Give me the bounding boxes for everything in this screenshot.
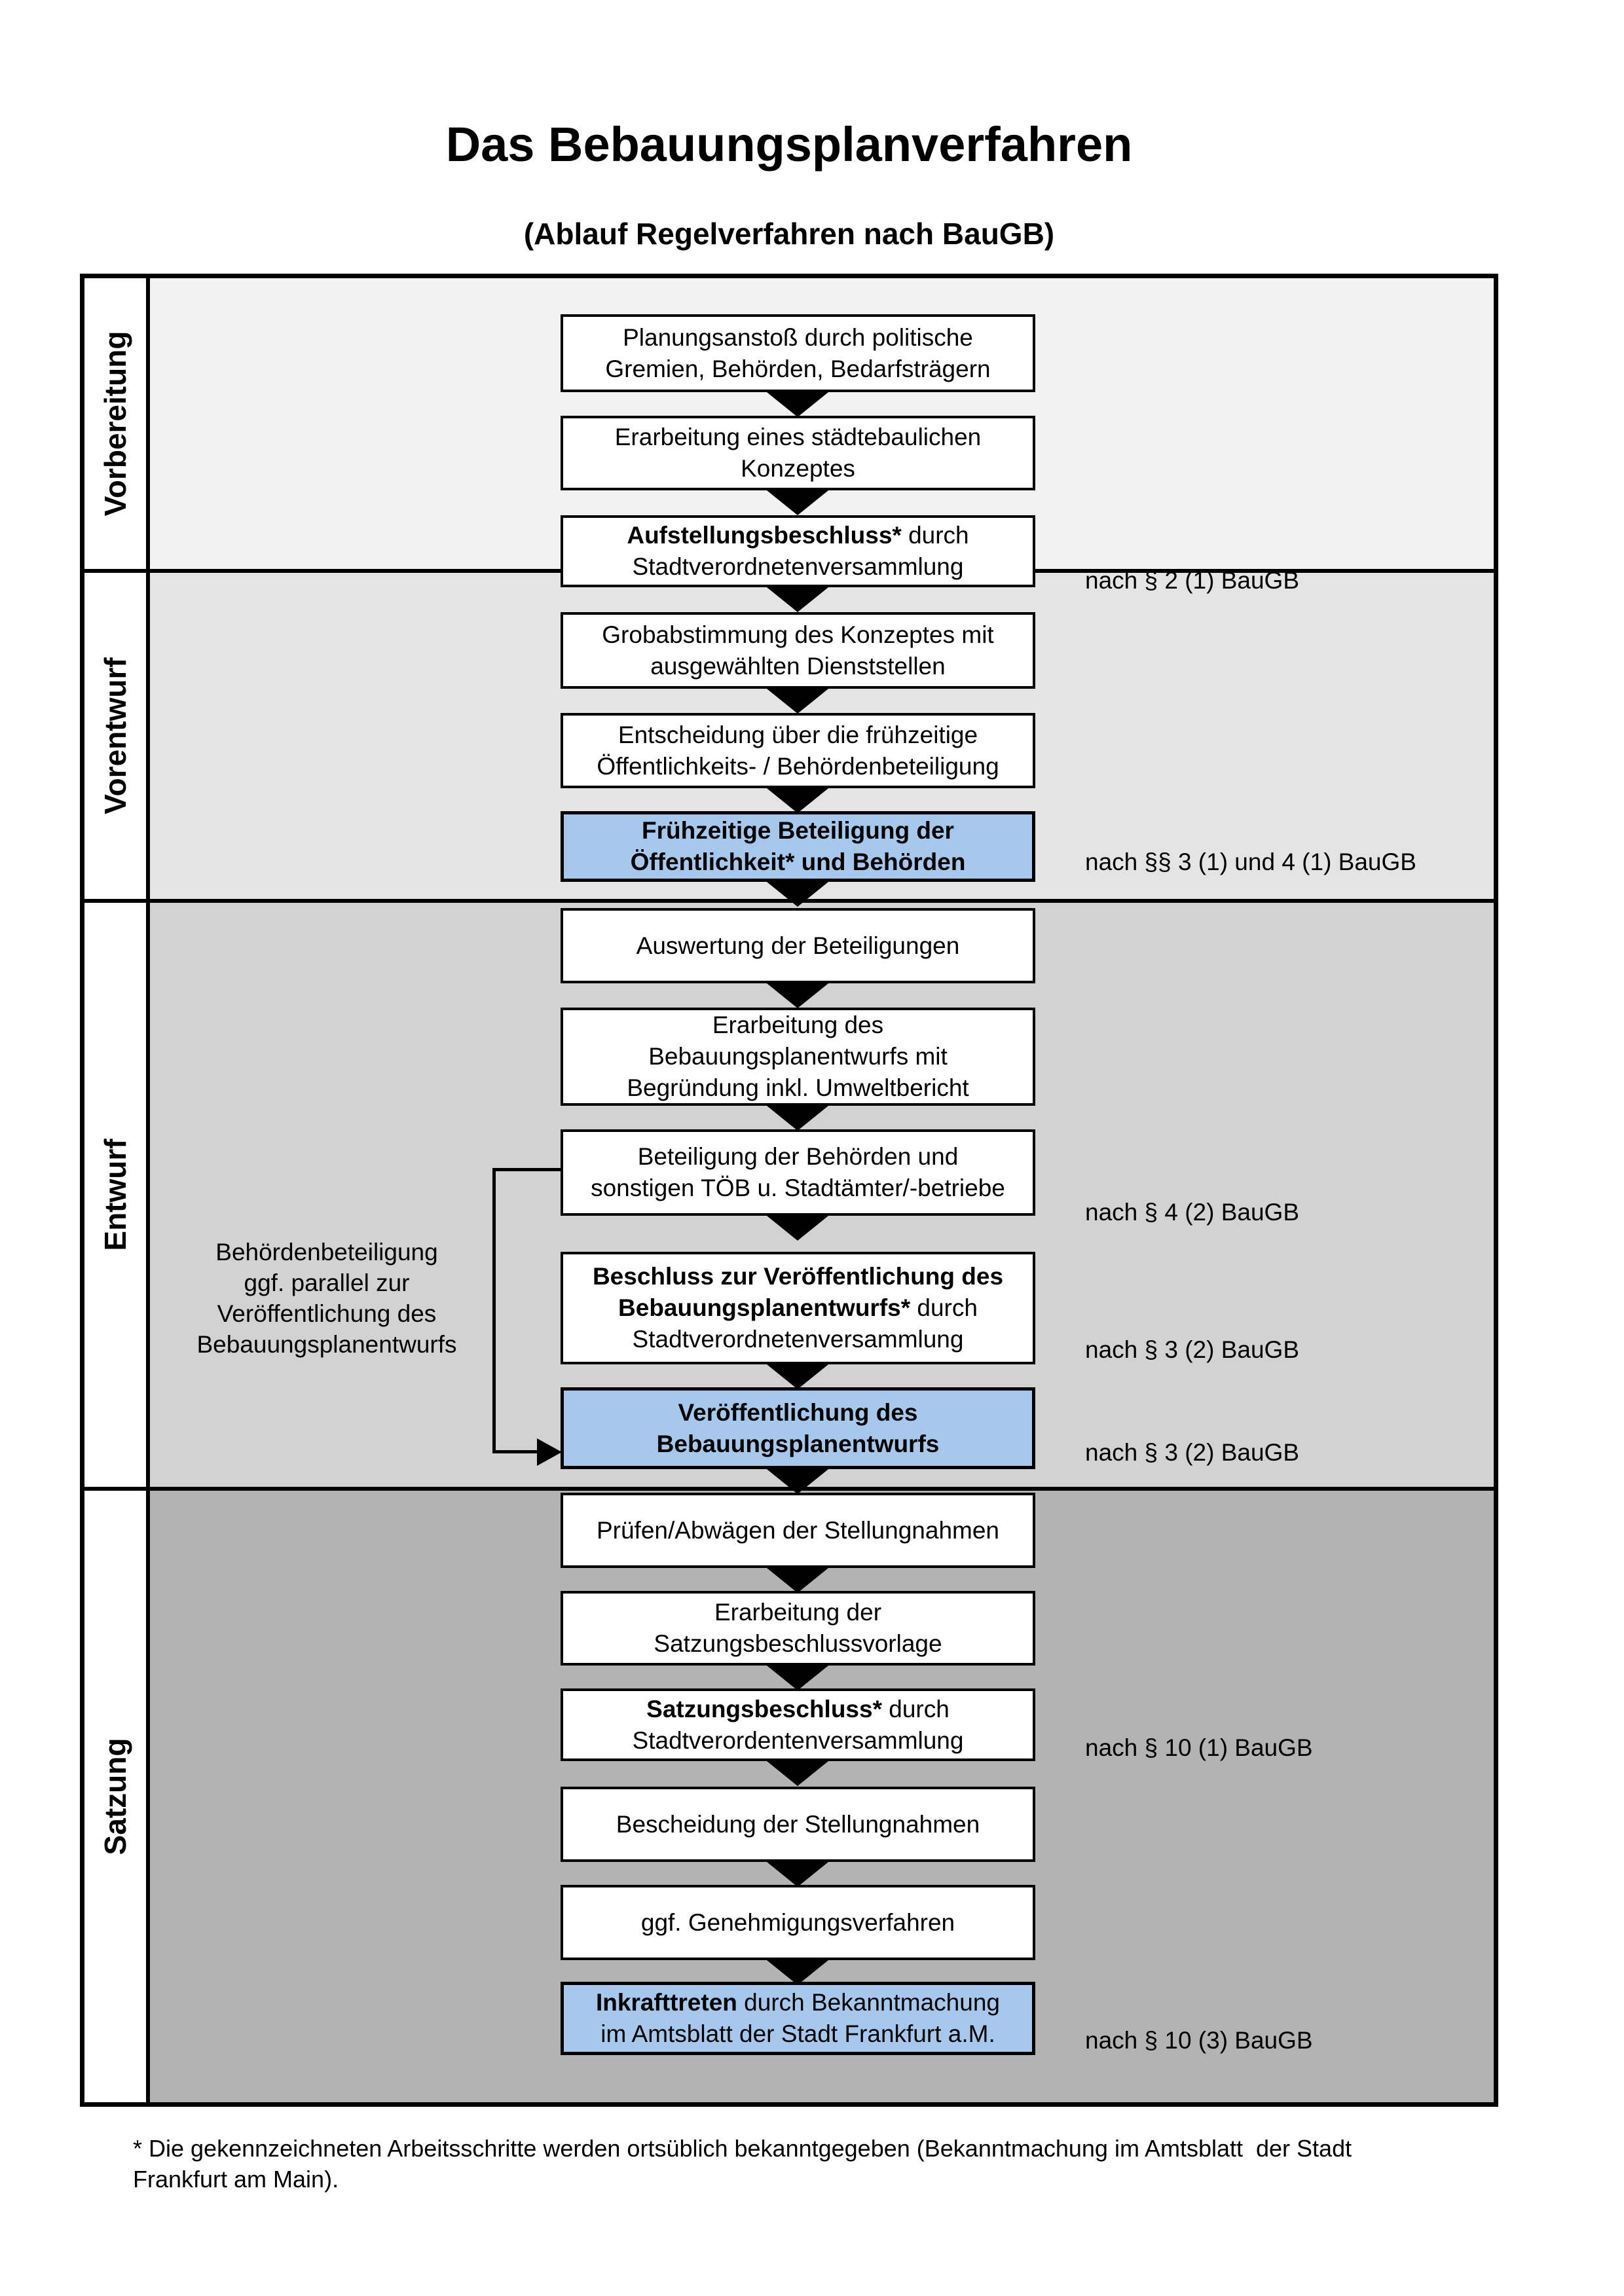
legal-ref-par10-3: nach § 10 (3) BauGB (1085, 2027, 1313, 2054)
flow-step-behoerden-beteiligung: Beteiligung der Behörden und sonstigen T… (561, 1129, 1035, 1216)
flow-step-beschlussvorlage: Erarbeitung der Satzungsbeschlussvorlage (561, 1591, 1035, 1666)
bracket-line-vertical (492, 1168, 496, 1453)
flow-overlay: Planungsanstoß durch politische Gremien,… (84, 278, 1494, 2102)
flow-step-veroeffentlichungsbeschluss: Beschluss zur Veröffentlichung des Bebau… (561, 1252, 1035, 1364)
bracket-line-top (492, 1168, 562, 1171)
flow-arrow-down-icon (764, 1467, 832, 1494)
page-title: Das Bebauungsplanverfahren (445, 117, 1133, 172)
legal-ref-par10-1: nach § 10 (1) BauGB (1085, 1734, 1313, 1761)
flow-step-fruehzeitige-beteiligung: Frühzeitige Beteiligung der Öffentlichke… (561, 811, 1035, 882)
legal-ref-par3-4-1: nach §§ 3 (1) und 4 (1) BauGB (1085, 848, 1416, 875)
flow-arrow-down-icon (764, 488, 832, 515)
flowchart-frame: Vorbereitung Vorentwurf Entwurf Satzung (80, 274, 1498, 2107)
flow-arrow-down-icon (764, 879, 832, 907)
flow-step-grobabstimmung: Grobabstimmung des Konzeptes mit ausgewä… (561, 612, 1035, 689)
phase-label-cell: Entwurf (84, 903, 150, 1487)
flow-arrow-down-icon (764, 786, 832, 813)
phase-label-cell: Vorentwurf (84, 573, 150, 899)
flow-arrow-down-icon (764, 390, 832, 417)
flow-step-auswertung: Auswertung der Beteiligungen (561, 908, 1035, 983)
flow-step-genehmigungsverfahren: ggf. Genehmigungsverfahren (561, 1885, 1035, 1960)
flow-arrow-down-icon (764, 1758, 832, 1786)
phase-label-cell: Vorbereitung (84, 278, 150, 569)
flow-arrow-down-icon (764, 981, 832, 1008)
flow-arrow-down-icon (764, 1565, 832, 1593)
flow-step-konzept-erarbeitung: Erarbeitung eines städtebaulichen Konzep… (561, 416, 1035, 490)
flow-step-pruefen-abwaegen: Prüfen/Abwägen der Stellungnahmen (561, 1493, 1035, 1568)
flow-arrow-down-icon (764, 686, 832, 714)
phase-label-cell: Satzung (84, 1491, 150, 2102)
flow-step-planungsanstoss: Planungsanstoß durch politische Gremien,… (561, 314, 1035, 392)
flow-step-inkrafttreten: Inkrafttreten durch Bekanntmachung im Am… (561, 1982, 1035, 2055)
bracket-line-bottom (492, 1450, 541, 1453)
flow-arrow-down-icon (764, 1859, 832, 1887)
flow-step-aufstellungsbeschluss: Aufstellungsbeschluss* durch Stadtverord… (561, 515, 1035, 587)
flow-step-entscheidung-beteiligung: Entscheidung über die frühzeitige Öffent… (561, 713, 1035, 788)
flow-step-bescheidung: Bescheidung der Stellungnahmen (561, 1787, 1035, 1862)
flow-step-entwurf-erarbeitung: Erarbeitung des Bebauungsplanentwurfs mi… (561, 1008, 1035, 1106)
flow-step-satzungsbeschluss: Satzungsbeschluss* durch Stadtverordente… (561, 1688, 1035, 1761)
footnote: * Die gekennzeichneten Arbeitsschritte w… (133, 2135, 1352, 2193)
parallel-note: Behördenbeteiligung ggf. parallel zur Ve… (196, 1239, 457, 1358)
flow-step-veroeffentlichung: Veröffentlichung des Bebauungsplanentwur… (561, 1387, 1035, 1469)
legal-ref-par3-2-b: nach § 3 (2) BauGB (1085, 1439, 1300, 1466)
legal-ref-par4-2: nach § 4 (2) BauGB (1085, 1199, 1300, 1226)
flow-arrow-down-icon (764, 1362, 832, 1389)
bracket-arrow-right-icon (537, 1438, 562, 1466)
flow-arrow-down-icon (764, 1103, 832, 1131)
legal-ref-par3-2-a: nach § 3 (2) BauGB (1085, 1336, 1300, 1363)
flow-arrow-down-icon (764, 1663, 832, 1690)
page-subtitle: (Ablauf Regelverfahren nach BauGB) (523, 217, 1055, 251)
flow-arrow-down-icon (764, 1958, 832, 1985)
flow-arrow-down-icon (764, 585, 832, 612)
legal-ref-par2-1: nach § 2 (1) BauGB (1085, 567, 1300, 594)
flow-arrow-down-icon (764, 1213, 832, 1241)
